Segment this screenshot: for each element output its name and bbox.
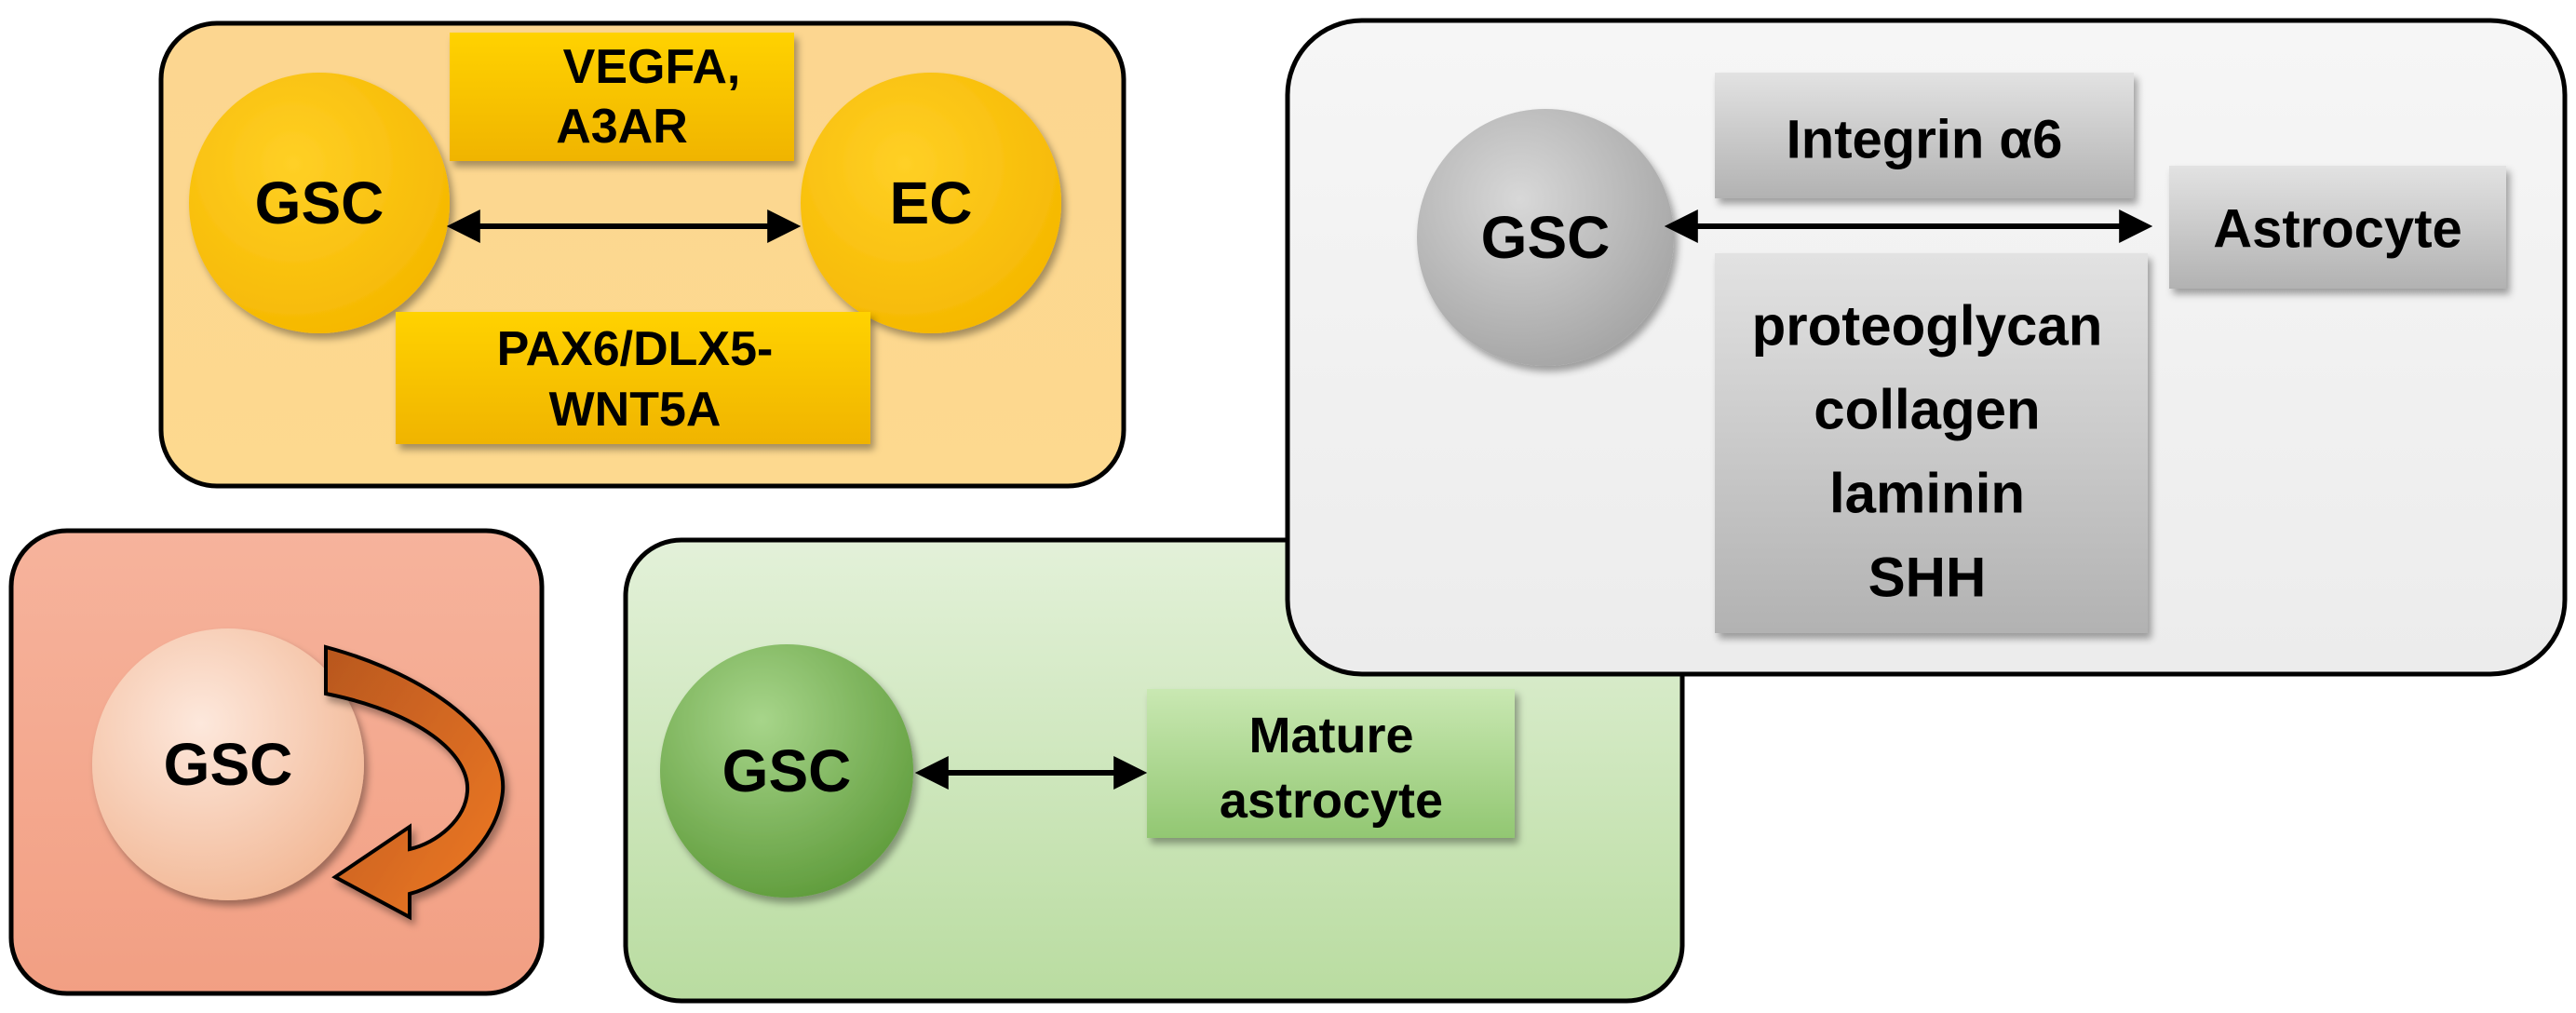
ec-label: EC: [890, 169, 973, 236]
gsc-circle-self-renewal: [92, 628, 364, 900]
vegfa-a3ar-box: [450, 33, 794, 161]
gsc-circle-astrocyte: [1417, 109, 1674, 366]
panel-self-renewal: GSC: [8, 528, 545, 996]
ecm-line-shh: SHH: [1868, 547, 1987, 609]
panel-endothelial: GSC EC VEGFA, A3AR PAX6/DLX5- WNT5A: [158, 20, 1126, 489]
ecm-line-proteoglycan: proteoglycan: [1752, 295, 2103, 358]
gsc-circle-mature-astrocyte: [660, 644, 913, 898]
self-renewal-curved-arrow: [324, 644, 506, 921]
gsc-label-mature-astrocyte: GSC: [722, 737, 852, 804]
gsc-label-self-renewal: GSC: [164, 731, 293, 798]
mature-astrocyte-line-2: astrocyte: [1220, 773, 1443, 829]
gsc-label-endothelial: GSC: [255, 169, 384, 236]
mature-astrocyte-box: [1147, 689, 1515, 838]
astrocyte-label: Astrocyte: [2213, 199, 2462, 260]
vegfa-a3ar-line-2: A3AR: [556, 100, 688, 154]
pax6-dlx5-wnt5a-box: [396, 312, 870, 444]
integrin-label: Integrin α6: [1787, 110, 2063, 170]
ecm-line-laminin: laminin: [1829, 463, 2025, 525]
ecm-line-collagen: collagen: [1814, 379, 2040, 441]
pax6-dlx5-wnt5a-line-2: WNT5A: [549, 383, 722, 437]
gsc-circle-endothelial: [189, 73, 450, 333]
vegfa-a3ar-line-1: VEGFA,: [563, 40, 741, 94]
ec-circle: [801, 73, 1061, 333]
astrocyte-box: [2169, 166, 2506, 289]
panel-astrocyte: GSC Integrin α6 Astrocyte proteoglycan c…: [1285, 18, 2568, 677]
gsc-label-astrocyte: GSC: [1481, 204, 1611, 271]
mature-astrocyte-line-1: Mature: [1248, 708, 1413, 763]
ecm-factors-box: [1715, 253, 2148, 633]
pax6-dlx5-wnt5a-line-1: PAX6/DLX5-: [497, 322, 774, 376]
integrin-box: [1715, 73, 2134, 198]
